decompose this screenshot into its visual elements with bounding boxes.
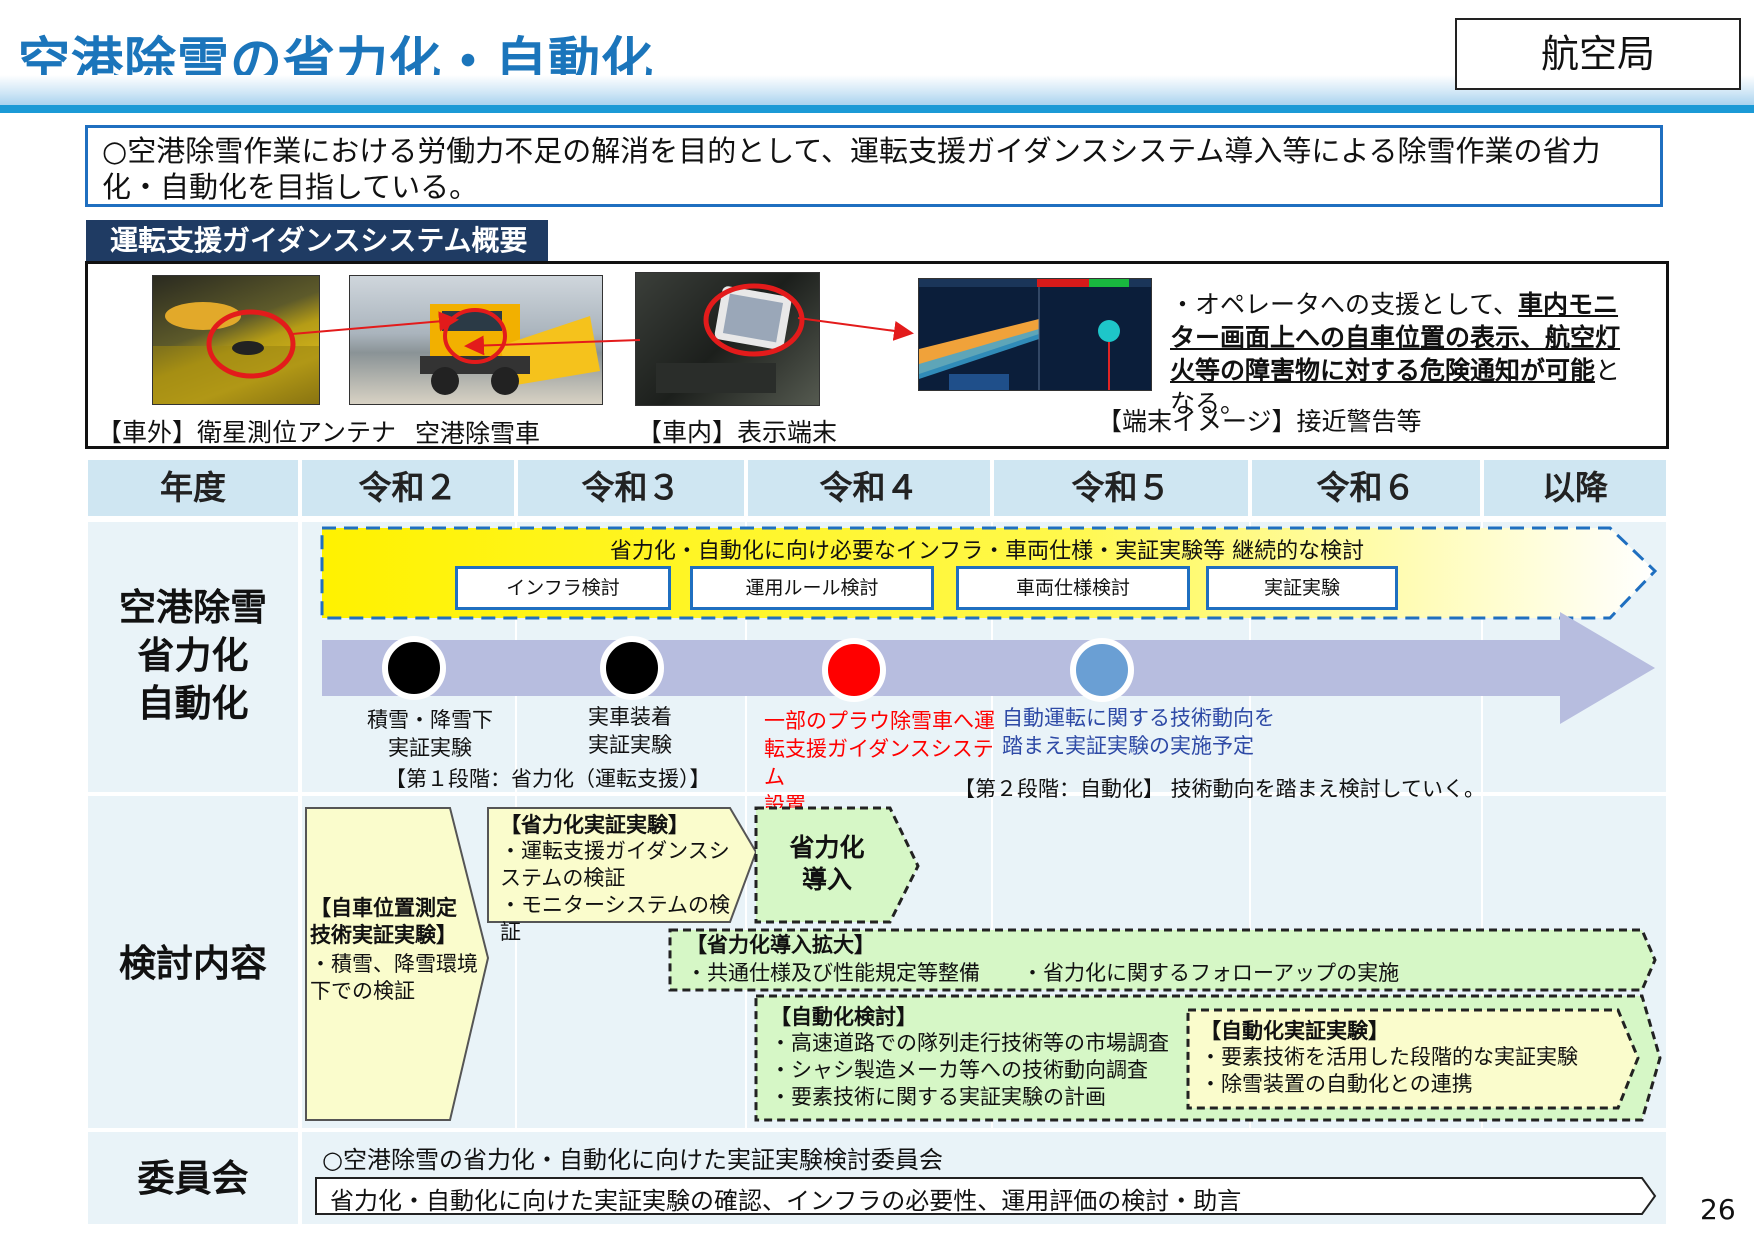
committee-name: ○空港除雪の省力化・自動化に向けた実証実験検討委員会 bbox=[322, 1146, 943, 1174]
expansion-body: ・共通仕様及び性能規定等整備 ・省力化に関するフォローアップの実施 bbox=[686, 961, 1400, 985]
milestone-text-r2: 積雪・降雪下 実証実験 bbox=[367, 708, 493, 760]
row1-label: 空港除雪 省力化 自動化 bbox=[88, 584, 298, 728]
terminal-photo-art bbox=[656, 283, 805, 393]
expansion-title: 【省力化導入拡大】 bbox=[686, 933, 875, 957]
row3-label-bg bbox=[88, 1132, 298, 1224]
antenna-photo-art bbox=[153, 302, 319, 404]
automation-demo-title: 【自動化実証実験】 bbox=[1200, 1019, 1389, 1043]
committee-task: 省力化・自動化に向けた実証実験の確認、インフラの必要性、運用評価の検討・助言 bbox=[330, 1187, 1242, 1215]
labor-saving-intro-box: 省力化 導入 bbox=[789, 833, 865, 894]
automation-demo-body: ・要素技術を活用した段階的な実証実験 ・除雪装置の自動化との連携 bbox=[1200, 1045, 1578, 1096]
milestone-dot-r3 bbox=[600, 636, 664, 700]
page-number: 26 bbox=[1700, 1193, 1736, 1226]
milestone-text-r5: 自動運転に関する技術動向を 踏まえ実証実験の実施予定 bbox=[1002, 706, 1275, 758]
automation-study-body: ・高速道路での隊列走行技術等の市場調査 ・シャシ製造メーカ等への技術動向調査 ・… bbox=[770, 1031, 1169, 1109]
description-prefix: ・オペレータへの支援として、 bbox=[1170, 290, 1519, 319]
row3-label: 委員会 bbox=[137, 1157, 249, 1200]
row2-label-bg bbox=[88, 796, 298, 1128]
box-demonstration: 実証実験 bbox=[1206, 566, 1398, 610]
phase2-label: 【第２段階：自動化】 技術動向を踏まえ検討していく。 bbox=[954, 777, 1486, 801]
header-cell-r5: 令和５ bbox=[994, 460, 1248, 516]
caption-vehicle: 空港除雪車 bbox=[415, 419, 541, 448]
phase1-label: 【第１段階：省力化（運転支援）】 bbox=[385, 767, 711, 791]
header-cell-r4: 令和４ bbox=[748, 460, 990, 516]
milestone-dot-r4 bbox=[822, 638, 886, 702]
milestone-dot-r5 bbox=[1070, 638, 1134, 702]
caption-screen: 【端末イメージ】接近警告等 bbox=[1097, 407, 1422, 436]
description-suffix: となる。 bbox=[1170, 356, 1621, 418]
overview-description: ・オペレータへの支援として、車内モニター画面上への自車位置の表示、航空灯火等の障… bbox=[1170, 288, 1640, 420]
box-vehicle-spec-study: 車両仕様検討 bbox=[956, 566, 1190, 610]
position-test-body: ・積雪、降雪環境 下での検証 bbox=[310, 952, 478, 1003]
terminal-photo bbox=[635, 272, 820, 406]
title-underline bbox=[0, 105, 1754, 113]
callout-arrows bbox=[291, 311, 914, 356]
banner-text: 省力化・自動化に向け必要なインフラ・車両仕様・実証実験等 継続的な検討 bbox=[609, 539, 1365, 564]
box-infra-study: インフラ検討 bbox=[455, 566, 671, 610]
header-cell-r6: 令和６ bbox=[1252, 460, 1480, 516]
labor-saving-demo-body: ・運転支援ガイダンスシ ステムの検証 ・モニターシステムの検証 bbox=[500, 839, 730, 944]
terminal-screen-image bbox=[918, 278, 1152, 391]
antenna-photo bbox=[152, 275, 320, 405]
header-cell-fiscal-year: 年度 bbox=[88, 460, 298, 516]
section-title: 運転支援ガイダンスシステム概要 bbox=[86, 220, 548, 262]
header-cell-later: 以降 bbox=[1484, 460, 1666, 516]
terminal-screen-art bbox=[919, 279, 1151, 390]
milestone-text-r3: 実車装着 実証実験 bbox=[588, 705, 672, 757]
position-test-title: 【自車位置測定 技術実証実験】 bbox=[310, 896, 457, 947]
header-cell-r2: 令和２ bbox=[302, 460, 514, 516]
automation-study-title: 【自動化検討】 bbox=[770, 1005, 917, 1029]
row2-label: 検討内容 bbox=[119, 942, 267, 985]
labor-saving-demo-title: 【省力化実証実験】 bbox=[500, 813, 689, 837]
milestone-dot-r2 bbox=[382, 636, 446, 700]
box-operation-rule-study: 運用ルール検討 bbox=[690, 566, 934, 610]
milestone-text-r4: 一部のプラウ除雪車へ運 転支援ガイダンスシステム 設置 bbox=[764, 709, 995, 817]
header-cell-r3: 令和３ bbox=[518, 460, 744, 516]
caption-terminal: 【車内】表示端末 bbox=[637, 418, 838, 447]
overview-panel bbox=[85, 261, 1669, 449]
description-emphasis: 車内モニター画面上への自車位置の表示、航空灯火等の障害物に対する危険通知が可能 bbox=[1170, 290, 1621, 385]
row1-label-text: 空港除雪 省力化 自動化 bbox=[119, 586, 267, 725]
caption-antenna: 【車外】衛星測位アンテナ bbox=[97, 418, 397, 447]
row1-label-bg bbox=[88, 522, 298, 792]
intro-box: ○空港除雪作業における労働力不足の解消を目的として、運転支援ガイダンスシステム導… bbox=[85, 125, 1663, 207]
agency-label: 航空局 bbox=[1455, 18, 1741, 90]
